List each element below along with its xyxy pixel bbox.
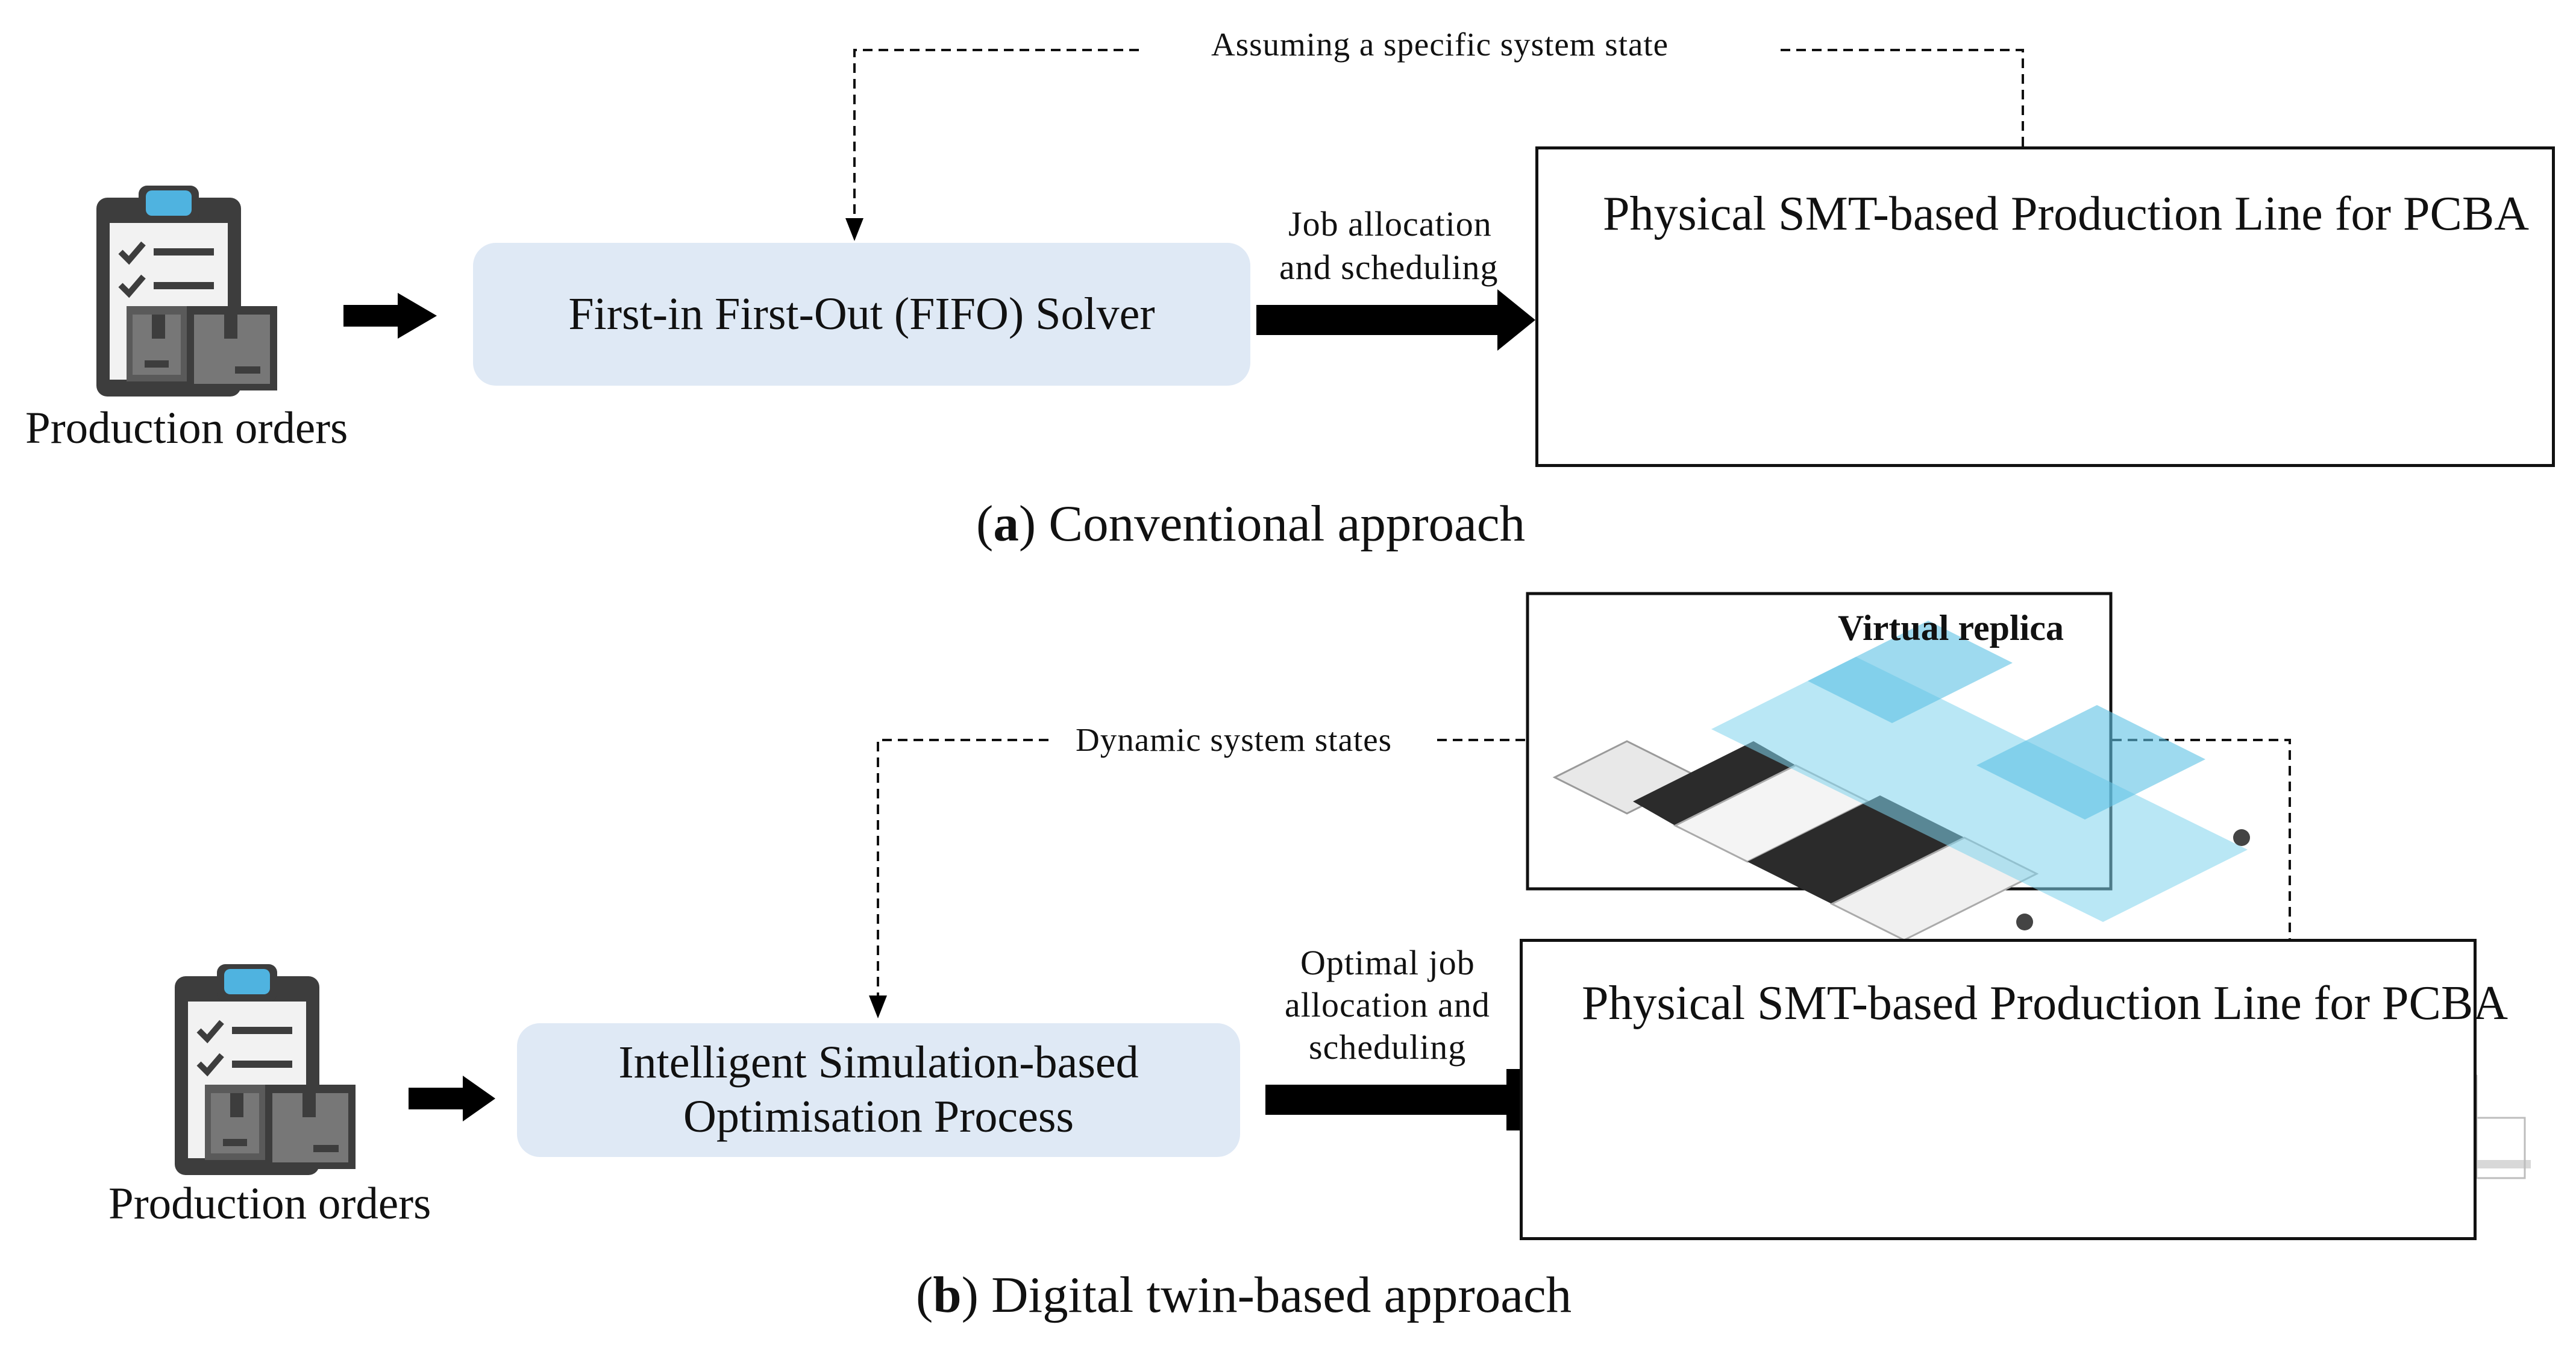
- caption-b-text: Digital twin-based approach: [991, 1267, 1572, 1323]
- arrow-label-b-line1: Optimal job: [1300, 943, 1475, 982]
- clipboard-icon: [96, 186, 277, 397]
- output-arrow-head-a: [1497, 289, 1535, 351]
- production-line-frame-a: [1535, 146, 2555, 467]
- arrow-label-b-line3: scheduling: [1309, 1027, 1467, 1067]
- panel-b: [175, 592, 2532, 1179]
- input-arrow-head-b: [463, 1076, 495, 1121]
- input-arrow-head-a: [398, 293, 437, 339]
- optimisation-label-line2: Optimisation Process: [683, 1091, 1074, 1142]
- feedback-line-b-left: [877, 739, 1048, 997]
- annotation-dynamic-states: Dynamic system states: [1076, 721, 1393, 758]
- production-orders-label-a: Production orders: [25, 403, 348, 453]
- production-line-frame-b: [1520, 939, 2477, 1240]
- caption-a: (a) Conventional approach: [976, 495, 1526, 552]
- input-arrow-shaft-a: [343, 305, 398, 327]
- arrow-label-a-line1: Job allocation: [1288, 204, 1492, 243]
- feedback-arrow-head-a: [845, 218, 863, 241]
- feedback-line-a-left: [853, 49, 1139, 220]
- output-arrow-shaft-b: [1265, 1085, 1506, 1115]
- production-orders-label-b: Production orders: [108, 1179, 431, 1229]
- panel-a: [96, 49, 2550, 397]
- optimisation-label-line1: Intelligent Simulation-based: [618, 1037, 1139, 1088]
- production-line-title-b: Physical SMT-based Production Line for P…: [1582, 977, 2508, 1030]
- production-line-title-a: Physical SMT-based Production Line for P…: [1603, 187, 2529, 240]
- annotation-assumed-state: Assuming a specific system state: [1211, 26, 1669, 63]
- feedback-line-b-right: [2112, 739, 2291, 940]
- output-arrow-head-b: [1506, 1069, 1520, 1130]
- virtual-replica-title: Virtual replica: [1838, 608, 2064, 648]
- output-arrow-shaft-a: [1256, 305, 1497, 335]
- feedback-line-a-right: [1781, 49, 2024, 148]
- arrow-label-b-line2: allocation and: [1285, 985, 1490, 1024]
- caption-a-letter: a: [993, 495, 1019, 552]
- arrow-label-a-line2: and scheduling: [1279, 248, 1499, 287]
- clipboard-icon: [175, 964, 356, 1175]
- fifo-solver-box: First-in First-Out (FIFO) Solver: [473, 243, 1250, 386]
- caption-a-text: Conventional approach: [1048, 495, 1526, 552]
- input-arrow-shaft-b: [409, 1088, 463, 1109]
- optimisation-process-box: Intelligent Simulation-based Optimisatio…: [517, 1023, 1240, 1157]
- caption-b-letter: b: [933, 1267, 962, 1323]
- fifo-solver-label: First-in First-Out (FIFO) Solver: [568, 288, 1155, 339]
- feedback-arrow-head-b: [869, 995, 887, 1018]
- caption-b: (b) Digital twin-based approach: [916, 1267, 1572, 1323]
